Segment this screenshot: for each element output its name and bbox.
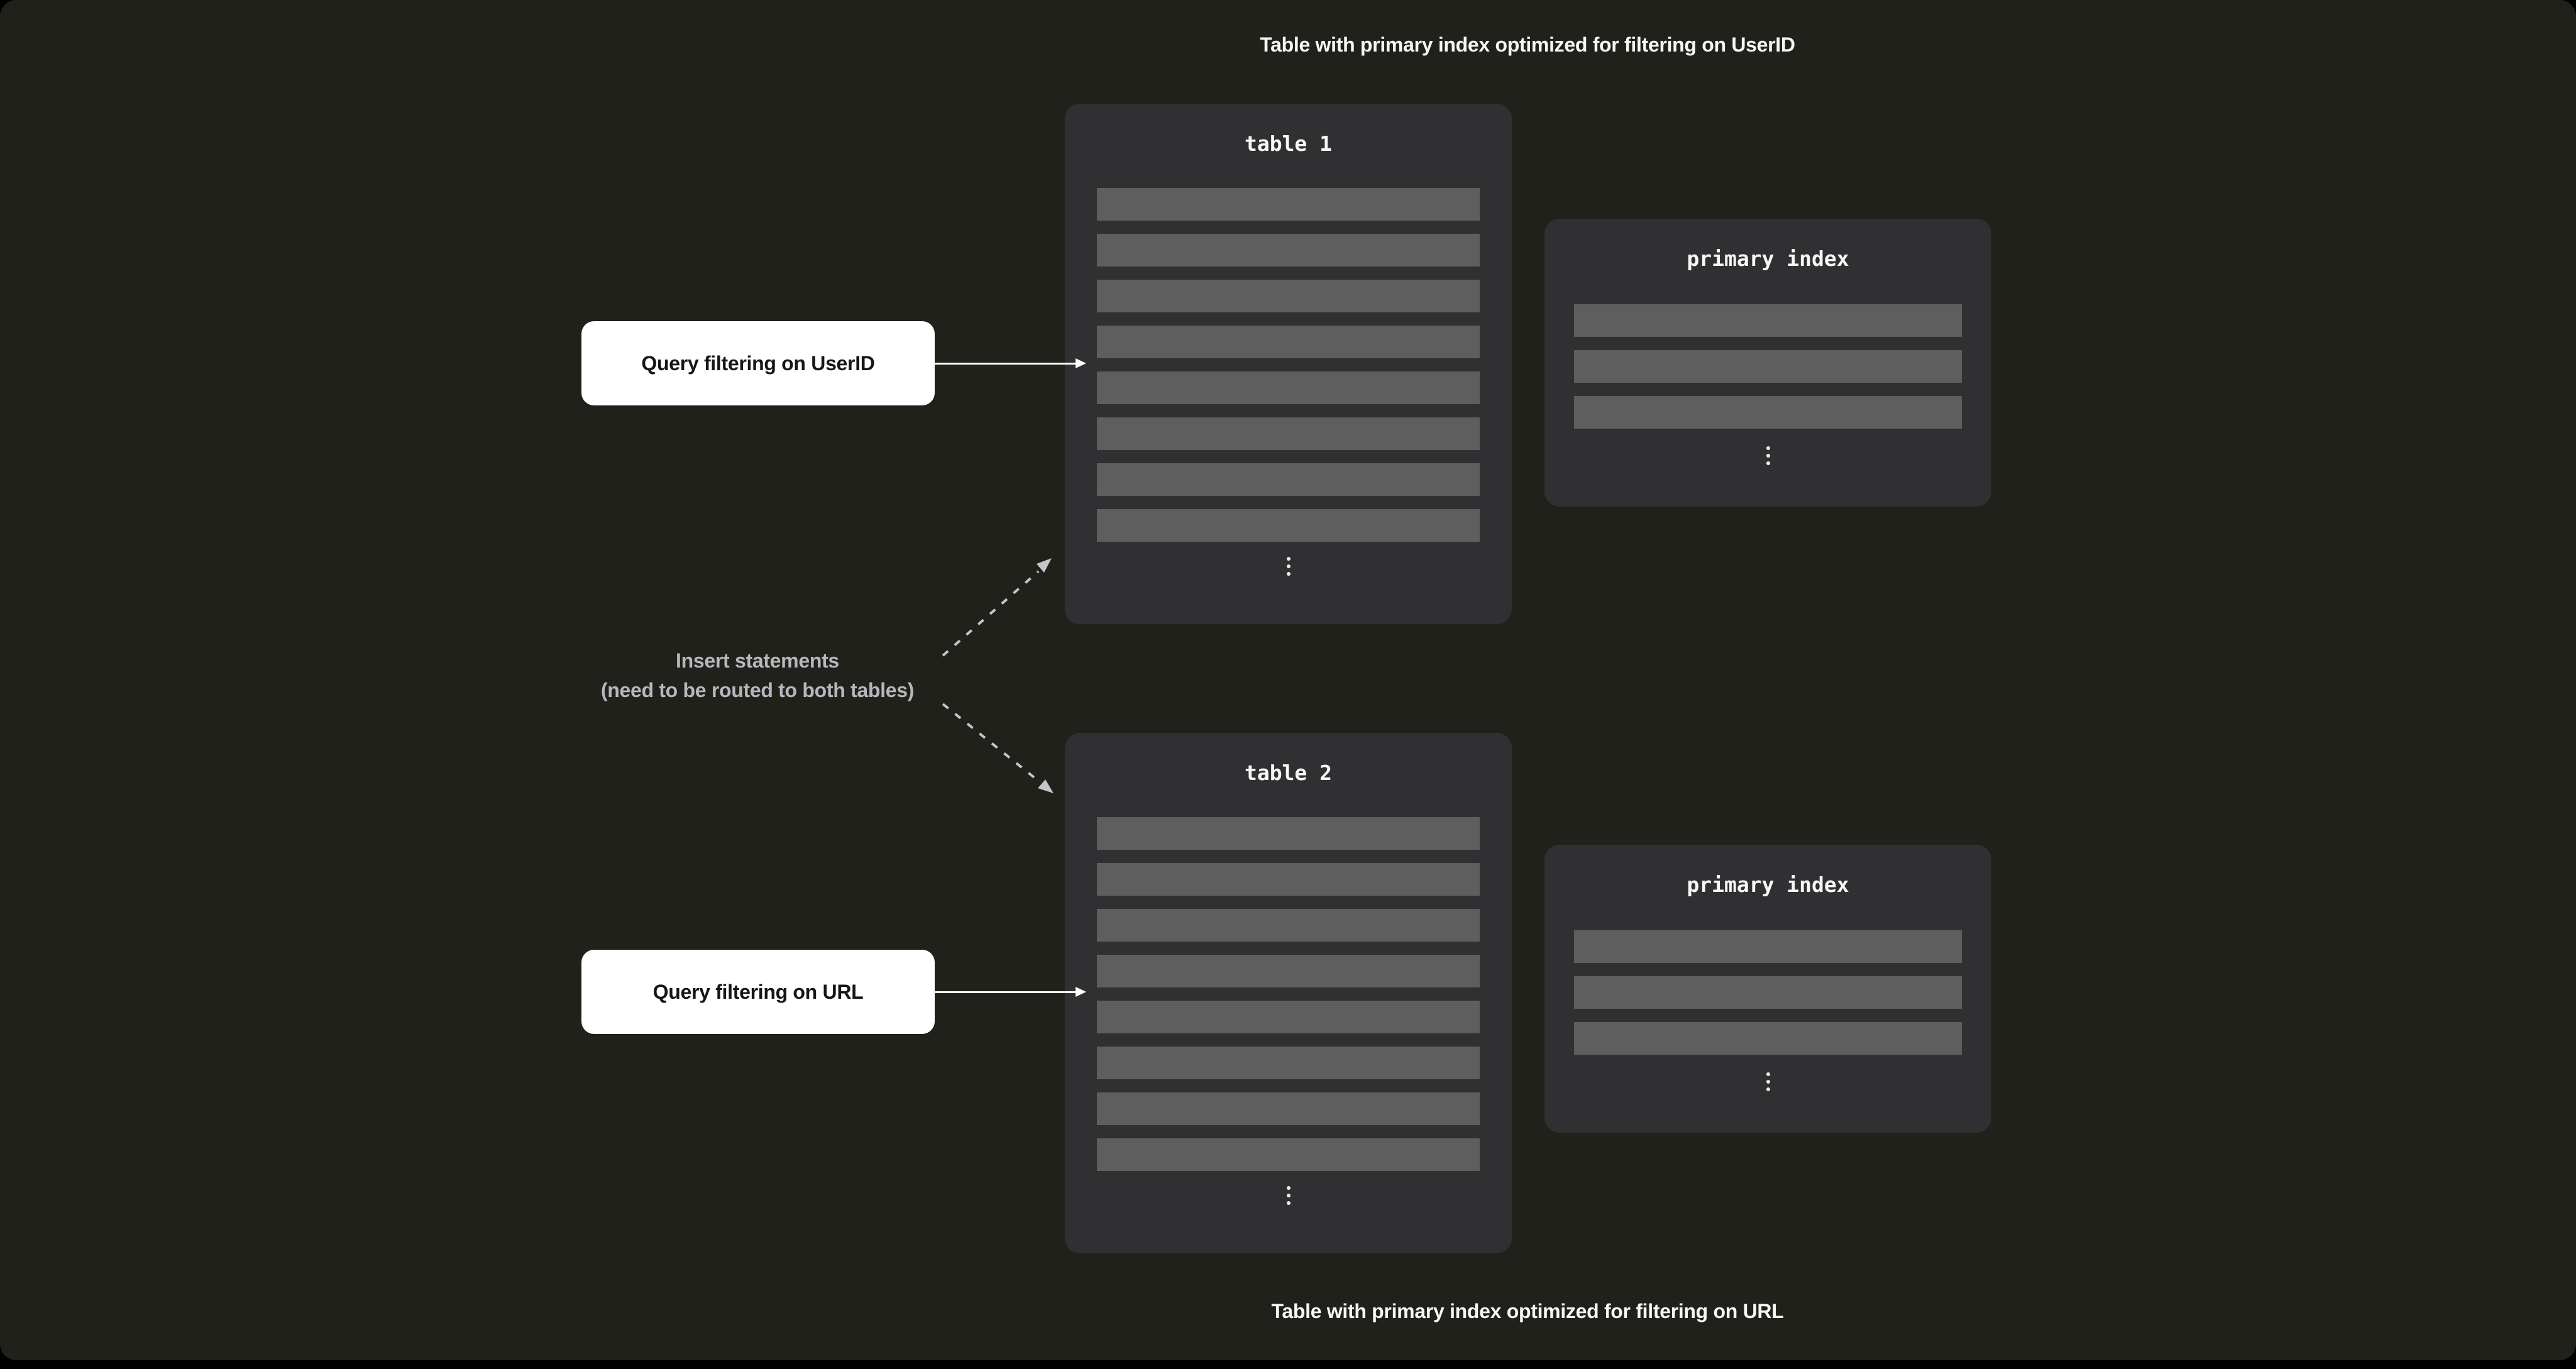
row-bar	[1097, 863, 1480, 896]
table-1-rows	[1097, 188, 1480, 542]
primary-index-1-rows	[1574, 304, 1962, 429]
row-bar	[1097, 188, 1480, 221]
arrow-head	[1076, 987, 1086, 997]
callout-query-filtering-url: Query filtering on URL	[581, 950, 935, 1034]
row-bar	[1097, 1138, 1480, 1171]
arrow-shaft	[935, 363, 1077, 365]
callout-query-filtering-userid: Query filtering on UserID	[581, 321, 935, 405]
row-bar	[1097, 326, 1480, 358]
row-bar	[1097, 509, 1480, 542]
solid-arrow-right-icon	[935, 358, 1086, 368]
row-bar	[1574, 396, 1962, 429]
more-rows-ellipsis-icon	[1065, 557, 1512, 576]
primary-index-2-card: primary index	[1544, 845, 1991, 1133]
callout-query-filtering-userid-label: Query filtering on UserID	[641, 351, 875, 375]
caption-bottom: Table with primary index optimized for f…	[1271, 1300, 1784, 1322]
arrow-shaft	[935, 991, 1077, 993]
row-bar	[1097, 909, 1480, 942]
row-bar	[1097, 1001, 1480, 1033]
row-bar	[1097, 417, 1480, 450]
row-bar	[1574, 304, 1962, 337]
more-rows-ellipsis-icon	[1544, 446, 1991, 465]
more-rows-ellipsis-icon	[1065, 1186, 1512, 1205]
table-2-card: table 2	[1065, 733, 1512, 1253]
row-bar	[1097, 1047, 1480, 1079]
row-bar	[1097, 234, 1480, 267]
callout-query-filtering-url-label: Query filtering on URL	[652, 980, 864, 1003]
insert-statements-line1: Insert statements	[676, 649, 839, 672]
caption-top: Table with primary index optimized for f…	[1260, 33, 1795, 56]
primary-index-1-title: primary index	[1687, 246, 1849, 271]
table-2-rows	[1097, 817, 1480, 1171]
insert-routing-arrows	[942, 558, 1054, 793]
table-1-card: table 1	[1065, 104, 1512, 624]
row-bar	[1574, 1022, 1962, 1055]
row-bar	[1574, 930, 1962, 963]
row-bar	[1097, 280, 1480, 312]
row-bar	[1097, 463, 1480, 496]
insert-statements-line2: (need to be routed to both tables)	[600, 679, 915, 701]
primary-index-1-card: primary index	[1544, 219, 1991, 507]
solid-arrow-right-icon	[935, 987, 1086, 997]
row-bar	[1097, 1092, 1480, 1125]
row-bar	[1574, 350, 1962, 383]
row-bar	[1097, 371, 1480, 404]
primary-index-2-rows	[1574, 930, 1962, 1055]
table-2-title: table 2	[1244, 761, 1333, 785]
more-rows-ellipsis-icon	[1544, 1072, 1991, 1091]
row-bar	[1574, 976, 1962, 1009]
table-1-title: table 1	[1244, 131, 1333, 156]
row-bar	[1097, 817, 1480, 850]
insert-statements-note: Insert statements (need to be routed to …	[569, 646, 946, 705]
dashed-arrow-down-icon	[942, 703, 1054, 793]
arrow-head	[1076, 358, 1086, 368]
row-bar	[1097, 955, 1480, 987]
primary-index-2-title: primary index	[1687, 872, 1849, 897]
dashed-arrow-up-icon	[942, 558, 1052, 657]
